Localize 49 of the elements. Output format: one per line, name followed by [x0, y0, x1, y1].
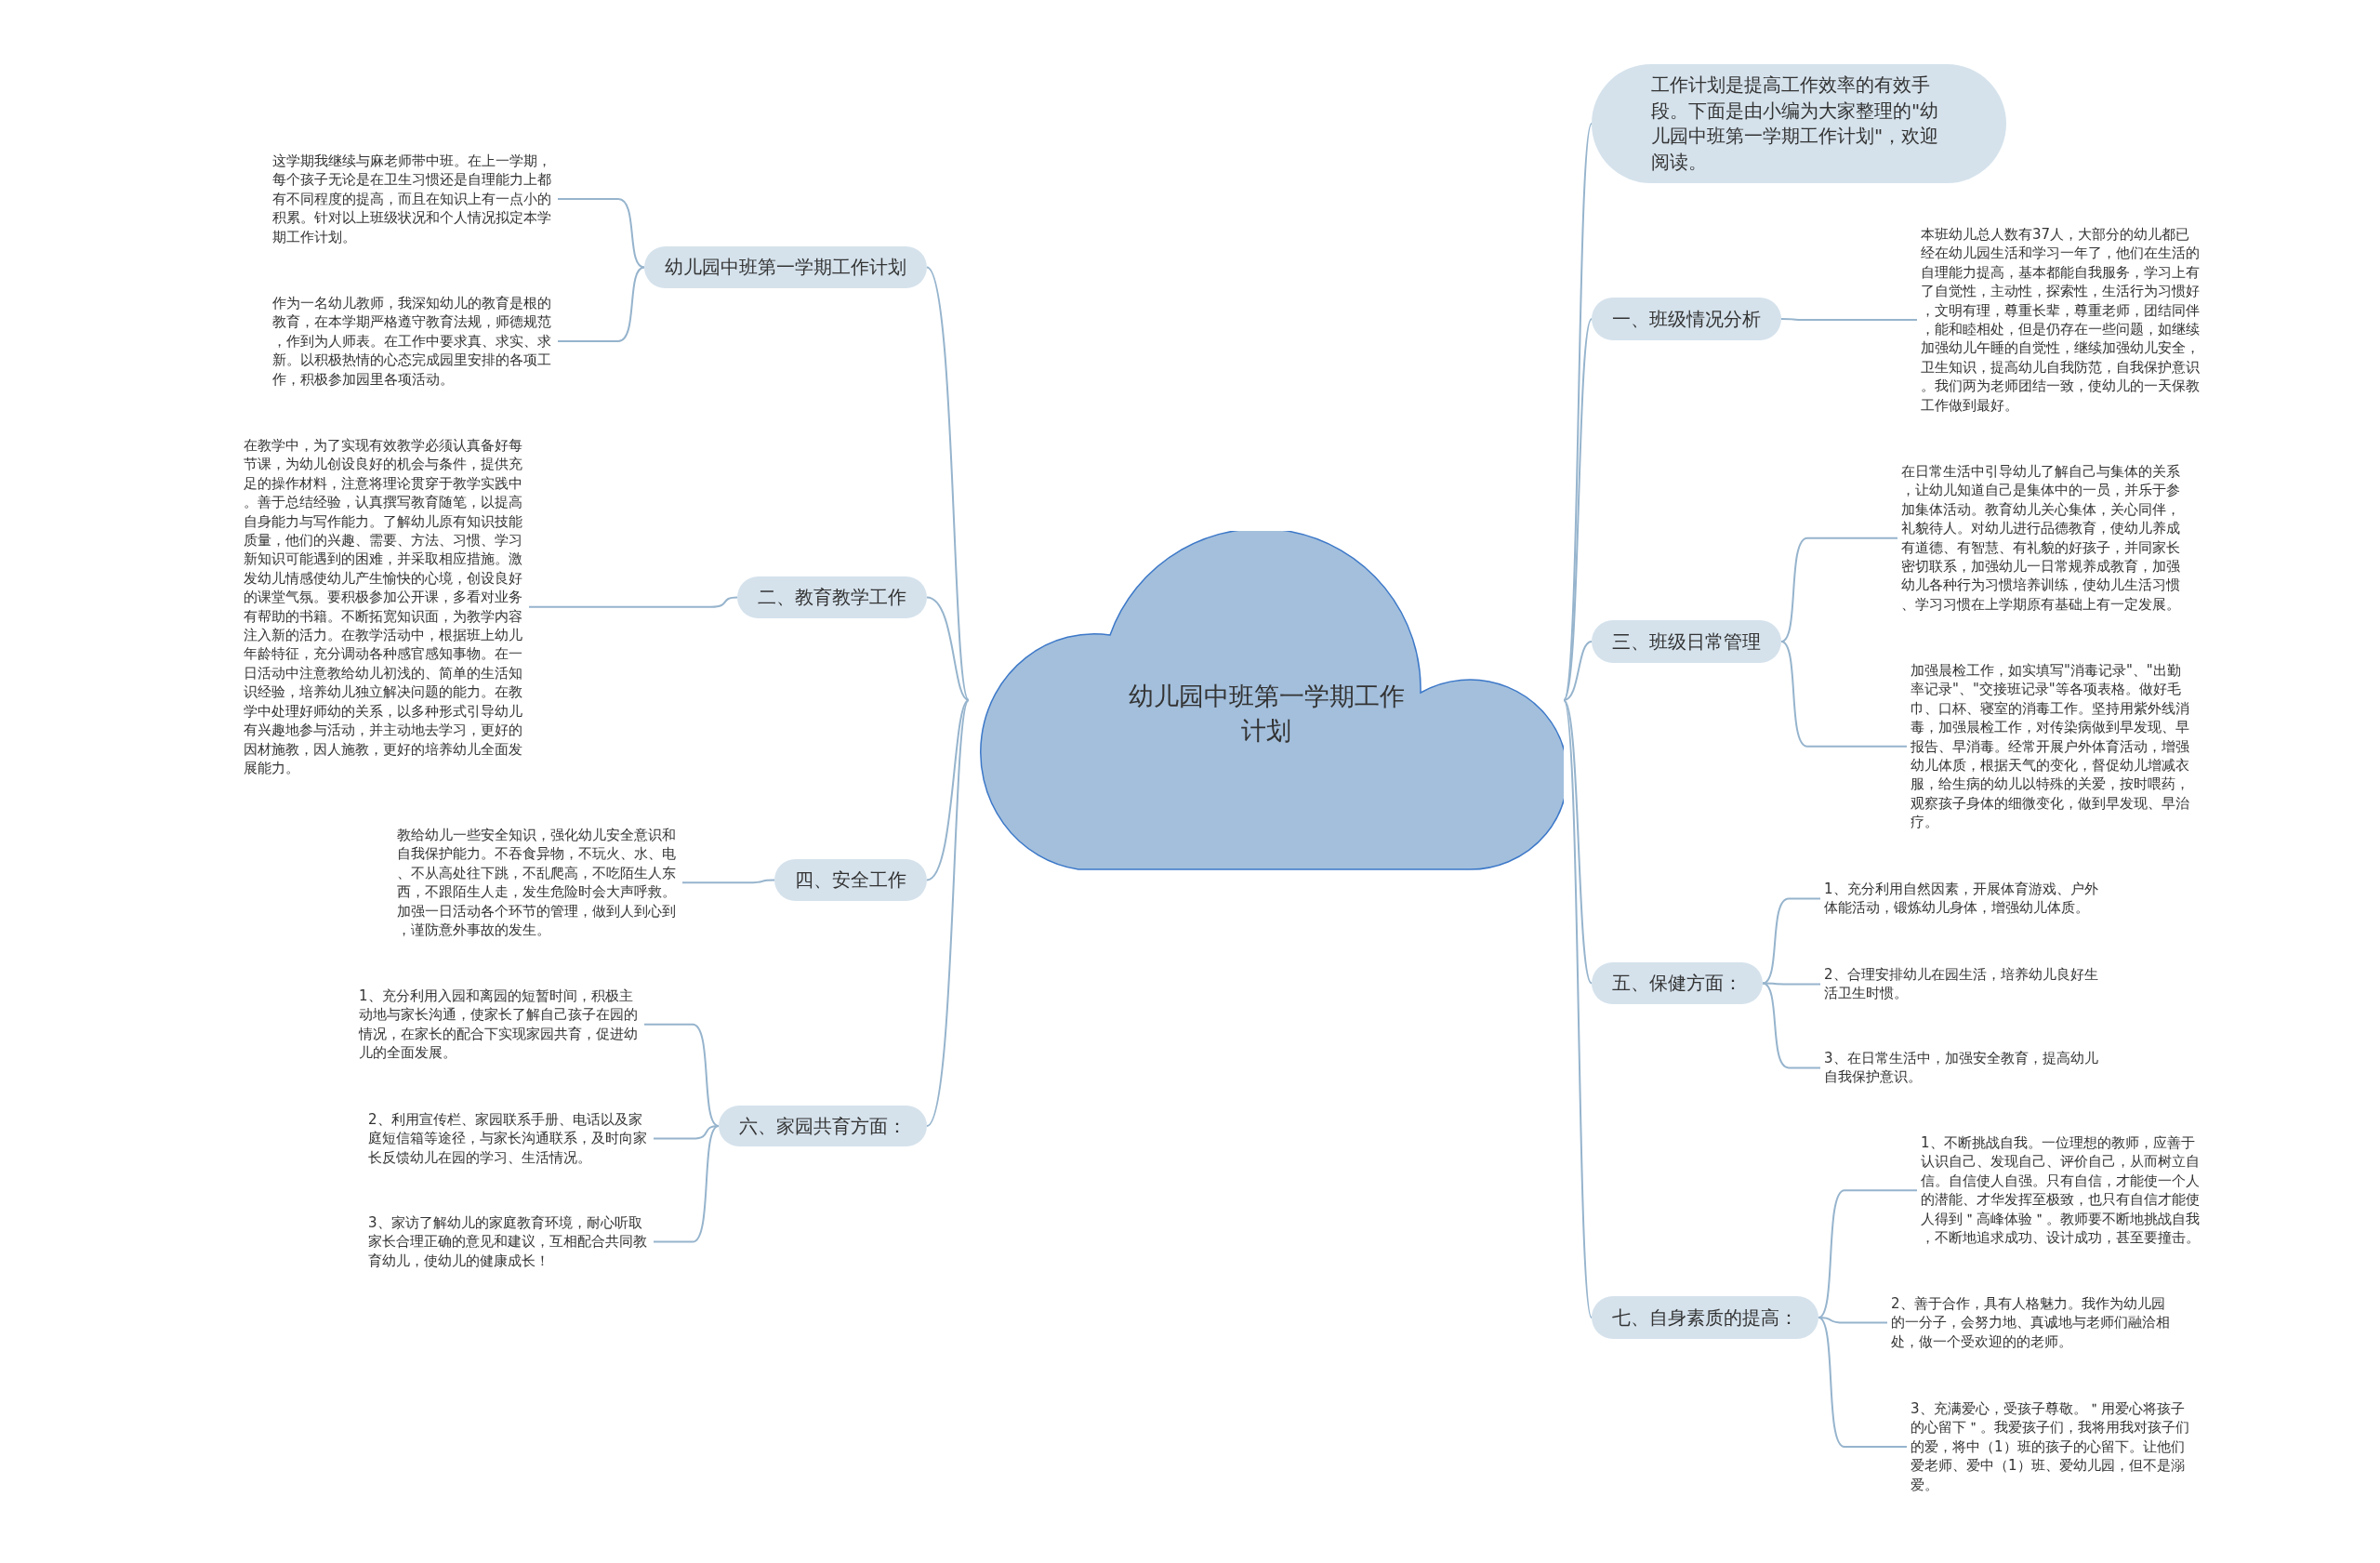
connector-line: [926, 596, 970, 701]
connector-line: [653, 1125, 720, 1140]
note-text: 1、充分利用自然因素，开展体育游戏、户外体能活动，锻炼幼儿身体，增强幼儿体质。: [1824, 880, 2106, 918]
connector-line: [681, 879, 775, 884]
branch-topic: 幼儿园中班第一学期工作计划: [644, 246, 927, 288]
connector-line: [1762, 897, 1821, 985]
branch-topic: 三、班级日常管理: [1592, 620, 1781, 663]
connector-line: [643, 1023, 720, 1127]
connector-line: [1762, 982, 1821, 1069]
connector-line: [557, 198, 645, 269]
note-text: 3、在日常生活中，加强安全教育，提高幼儿自我保护意识。: [1824, 1049, 2106, 1087]
branch-topic: 二、教育教学工作: [737, 576, 927, 618]
intro-bubble: 工作计划是提高工作效率的有效手段。下面是由小编为大家整理的"幼儿园中班第一学期工作计划"，欢迎阅读。: [1592, 64, 2006, 183]
branch-topic: 一、班级情况分析: [1592, 298, 1781, 340]
connector-line: [1818, 1317, 1888, 1324]
note-text: 教给幼儿一些安全知识，强化幼儿安全意识和自我保护能力。不吞食异物，不玩火、水、电、不从高处往下跳，不乱爬高，不吃陌生人东西，不跟陌生人走，发生危险时会大声呼救。加强一日活动各个环节的管理，做到人到心到，谨防意外事故的发生。: [397, 826, 679, 940]
connector-line: [557, 266, 645, 342]
connector-line: [1780, 318, 1918, 322]
note-text: 3、家访了解幼儿的家庭教育环境，耐心听取家长合理正确的意见和建议，互相配合共同教育幼儿，使幼儿的健康成长！: [368, 1213, 650, 1271]
connector-line: [926, 699, 970, 1127]
note-text: 在教学中，为了实现有效教学必须认真备好每节课，为幼儿创设良好的机会与条件，提供充足的操作材料，注意将理论贯穿于教学实践中。善于总结经验，认真撰写教育随笔，以提高自身能力与写作能力。了解幼儿原有知识技能质量，他们的兴趣、需要、方法、习惯、学习新知识可能遇到的困难，并采取相应措施。激发幼儿情感使幼儿产生愉快的心境，创设良好的课堂气氛。要积极参加公开课，多看对业务有帮助的书籍。不断拓宽知识面，为教学内容注入新的活力。在教学活动中，根据班上幼儿年龄特征，充分调动各种感官感知事物。在一日活动中注意教给幼儿初浅的、简单的生活知识经验，培养幼儿独立解决问题的能力。在教学中处理好师幼的关系，以多种形式引导幼儿有兴趣地参与活动，并主动地去学习，更好的因材施教，因人施教，更好的培养幼儿全面发展能力。: [244, 436, 525, 778]
note-text: 2、合理安排幼儿在园生活，培养幼儿良好生活卫生时惯。: [1824, 965, 2106, 1003]
connector-line: [926, 266, 970, 701]
branch-topic: 七、自身素质的提高：: [1592, 1296, 1818, 1339]
note-text: 2、善于合作，具有人格魅力。我作为幼儿园的一分子，会努力地、真诚地与老师们融洽相处，做一个受欢迎的的老师。: [1891, 1294, 2173, 1352]
connector-line: [1563, 699, 1593, 985]
note-text: 2、利用宣传栏、家园联系手册、电话以及家庭短信箱等途径，与家长沟通联系，及时向家长反馈幼儿在园的学习、生活情况。: [368, 1110, 650, 1168]
note-text: 本班幼儿总人数有37人，大部分的幼儿都已经在幼儿园生活和学习一年了，他们在生活的自理能力提高，基本都能自我服务，学习上有了自觉性，主动性，探索性，生活行为习惯好，文明有理，尊重长辈，尊重老师，团结同伴，能和睦相处，但是仍存在一些问题，如继续加强幼儿午睡的自觉性，继续加强幼儿安全，卫生知识，提高幼儿自我防范，自我保护意识。我们两为老师团结一致，使幼儿的一天保教工作做到最好。: [1921, 225, 2202, 416]
note-text: 3、充满爱心，受孩子尊敬。＂用爱心将孩子的心留下＂。我爱孩子们，我将用我对孩子们的爱，将中（1）班的孩子的心留下。让他们爱老师、爱中（1）班、爱幼儿园，但不是溺爱。: [1911, 1399, 2192, 1495]
connector-line: [528, 596, 738, 608]
connector-line: [1563, 318, 1593, 701]
connector-line: [1818, 1317, 1908, 1448]
note-text: 1、不断挑战自我。一位理想的教师，应善于认识自己、发现自己、评价自己，从而树立自信。自信使人自强。只有自信，才能使一个人的潜能、才华发挥至极致，也只有自信才能使人得到＂高峰体验＂。教师要不断地挑战自我，不断地追求成功、设计成功，甚至要撞击。: [1921, 1133, 2202, 1248]
connector-line: [1563, 641, 1593, 701]
note-text: 1、充分利用入园和离园的短暂时间，积极主动地与家长沟通，使家长了解自己孩子在园的情况，在家长的配合下实现家园共育，促进幼儿的全面发展。: [359, 987, 641, 1063]
branch-topic: 四、安全工作: [774, 859, 927, 901]
note-text: 这学期我继续与麻老师带中班。在上一学期，每个孩子无论是在卫生习惯还是自理能力上都有不同程度的提高，而且在知识上有一点小的积累。针对以上班级状况和个人情况拟定本学期工作计划。: [272, 152, 554, 247]
note-text: 作为一名幼儿教师，我深知幼儿的教育是根的教育，在本学期严格遵守教育法规，师德规范，作到为人师表。在工作中要求真、求实、求新。以积极热情的心态完成园里安排的各项工作，积极参加园里各项活动。: [272, 294, 554, 390]
connector-line: [653, 1125, 720, 1243]
connector-line: [926, 699, 970, 881]
connector-line: [1780, 641, 1908, 748]
note-text: 在日常生活中引导幼儿了解自己与集体的关系，让幼儿知道自己是集体中的一员，并乐于参加集体活动。教育幼儿关心集体，关心同伴，礼貌待人。对幼儿进行品德教育，使幼儿养成有道德、有智慧、有礼貌的好孩子，并同家长密切联系，加强幼儿一日常规养成教育，加强幼儿各种行为习惯培养训练，使幼儿生活习惯、学习习惯在上学期原有基础上有一定发展。: [1901, 462, 2183, 615]
note-text: 加强晨检工作，如实填写"消毒记录"、"出勤率记录"、"交接班记录"等各项表格。做好毛巾、口杯、寝室的消毒工作。坚持用紫外线消毒，加强晨检工作，对传染病做到早发现、早报告、早消毒。经常开展户外体育活动，增强幼儿体质，根据天气的变化，督促幼儿增减衣服，给生病的幼儿以特殊的关爱，按时喂药，观察孩子身体的细微变化，做到早发现、早治疗。: [1911, 661, 2192, 832]
central-topic: 幼儿园中班第一学期工作计划: [1127, 681, 1406, 747]
branch-topic: 六、家园共育方面：: [719, 1106, 927, 1146]
branch-topic: 五、保健方面：: [1592, 962, 1763, 1004]
connector-line: [1563, 699, 1593, 1318]
connector-line: [1818, 1189, 1918, 1318]
connector-line: [1780, 536, 1898, 642]
